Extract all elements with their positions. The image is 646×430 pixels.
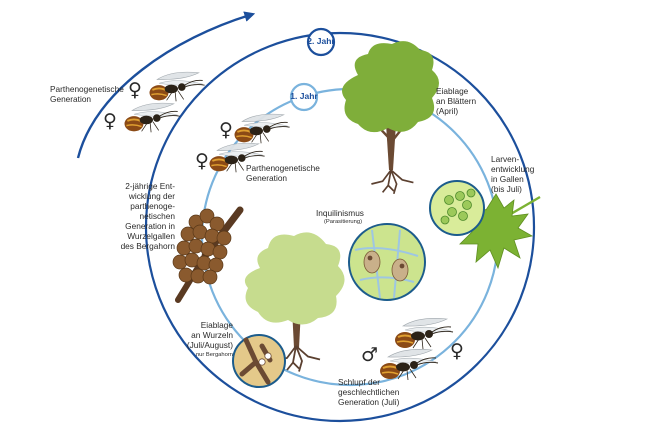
year1-badge: 1. Jahr [290,91,318,101]
label-parthenogenetic-outer: Parthenogenetische Generation [50,84,124,104]
female-symbol: ♀ [450,340,464,362]
year2-badge: 2. Jahr [307,36,335,46]
label-only-maple: nur Bergahorn [195,352,233,358]
label-egg-laying-leaves: Eiablage an Blättern (April) [436,86,477,116]
root-gall-icon [172,206,244,303]
label-two-year-development: 2-jährige Ent- wicklung der parthenoge- … [120,181,175,251]
label-egg-laying-roots: Eiablage an Wurzeln (Juli/August) [186,320,233,350]
tree-icon [244,232,345,373]
label-larvae-development: Larven- entwicklung in Gallen (bis Juli) [491,154,535,194]
female-symbol: ♀ [219,119,233,141]
outer-cycle-ring [144,31,536,423]
year1-badge-ring [289,82,319,112]
male-symbol: ♂ [361,344,379,366]
label-parthenogenetic-inner: Parthenogenetische Generation [246,163,320,183]
magnifier-circle-icon [429,180,485,236]
wasp-icon [233,113,291,145]
magnifier-circle-icon [348,223,426,301]
curved-arrow-icon [76,11,256,159]
wasp-icon [379,348,439,381]
tree-icon [342,41,439,195]
female-symbol: ♀ [103,110,117,132]
label-emergence: Schlupf der geschlechtlichen Generation … [338,377,400,407]
wasp-icon [123,102,181,134]
label-parasitism: (Parasitierung) [324,219,363,225]
magnifier-circle-icon [232,334,286,388]
female-symbol: ♀ [128,79,142,101]
female-symbol: ♀ [195,150,209,172]
year2-badge-ring [306,27,336,57]
wasp-icon [394,317,454,350]
label-inquilinism: Inquilinismus [316,208,364,218]
